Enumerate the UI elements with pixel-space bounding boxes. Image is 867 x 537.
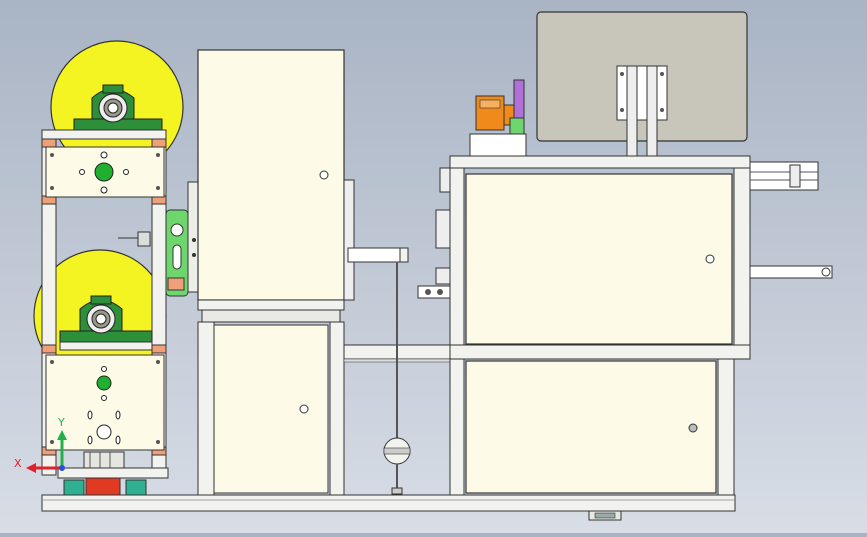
unwind-tower <box>33 40 184 496</box>
axis-triad: Y X <box>14 416 67 473</box>
pneumatic-cylinder <box>749 161 833 279</box>
foot-right <box>125 479 147 496</box>
cabinet-door-knob <box>319 170 329 180</box>
x-axis-label: X <box>14 457 22 470</box>
foot-left <box>63 479 85 496</box>
red-block <box>85 477 121 496</box>
right-cabinet <box>449 155 751 496</box>
tension-arm <box>165 181 201 297</box>
upper-door-knob <box>705 254 715 264</box>
web-guide-fittings <box>417 167 453 299</box>
middle-cabinet <box>197 49 409 496</box>
motor-assembly <box>469 79 527 157</box>
base-rail <box>41 494 736 521</box>
hmi-monitor <box>536 11 748 157</box>
counterweight <box>383 262 411 495</box>
lower-pillow-block-bearing <box>59 295 153 343</box>
y-axis-label: Y <box>57 416 65 429</box>
lower-door-knob <box>688 423 698 433</box>
